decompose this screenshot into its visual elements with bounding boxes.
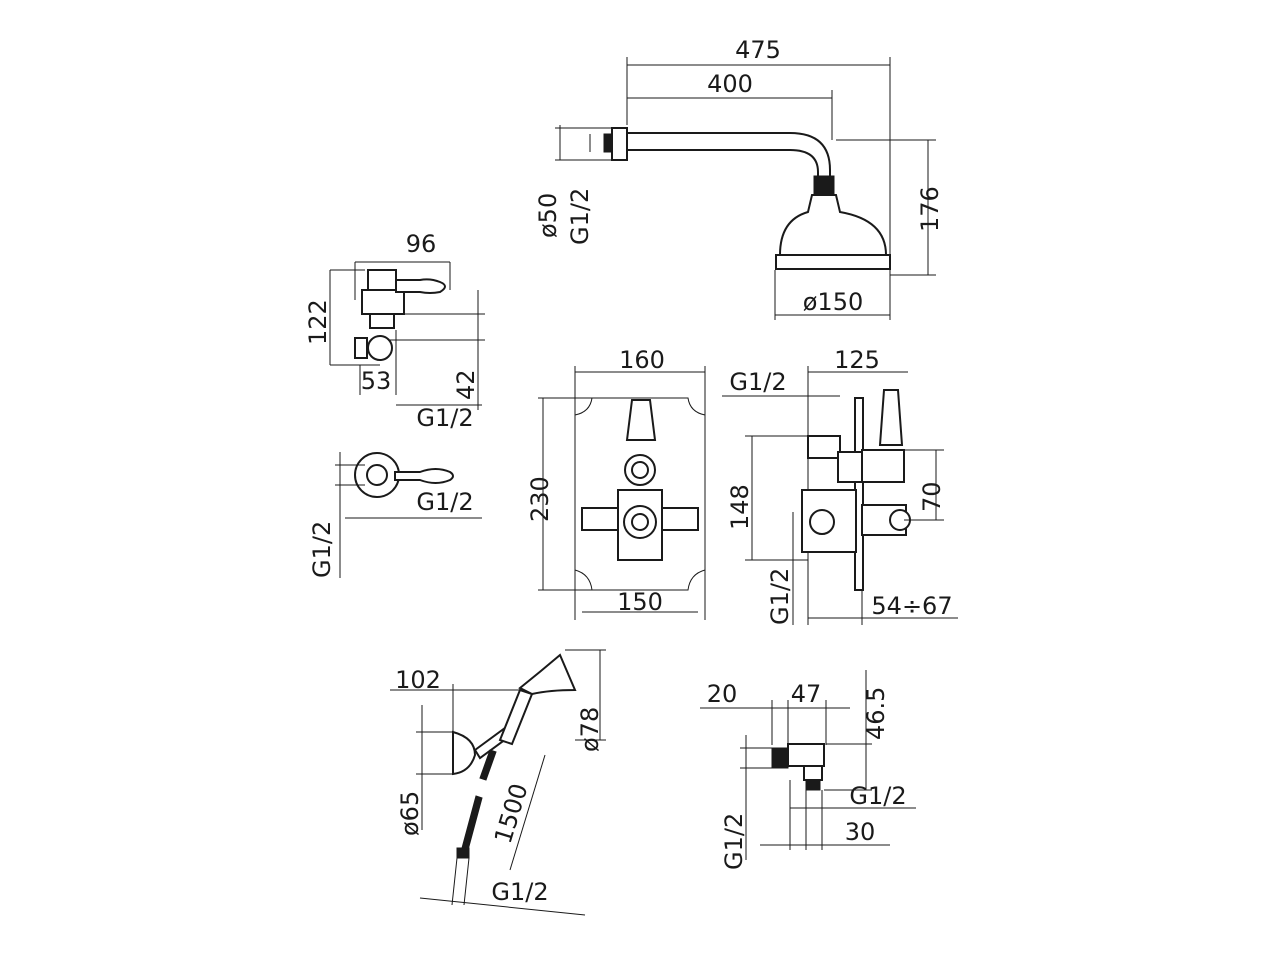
dim-holder-reach: 102 [395,666,441,694]
dim-plate-width: 160 [619,346,665,374]
hand-shower-handle [498,688,534,746]
diverter-valve-drawing: 96 122 53 42 G1/2 G1/2 G1/2 [304,230,485,578]
dim-valve-depth: 53 [361,367,392,395]
wall-flange [611,127,628,161]
dim-adjustment-range: 54÷67 [871,592,952,620]
dim-arm-length: 400 [707,70,753,98]
outlet-body [787,743,825,767]
mixer-front-drawing: 160 230 150 [526,346,706,620]
dim-front-thread-right: G1/2 [416,488,473,516]
dim-head-height: 176 [916,186,944,232]
dim-mixer-depth: 125 [834,346,880,374]
shower-head-bell [778,194,888,256]
dim-outlet-back-thread: G1/2 [720,813,748,870]
side-lever [878,389,904,446]
dim-overall-length: 475 [735,36,781,64]
dim-head-diameter-hand: ø78 [576,707,604,752]
hand-shower-head [518,653,577,696]
hand-shower-drawing: 102 ø78 ø65 1500 G1/2 [390,649,606,916]
dim-valve-body: 42 [452,369,480,400]
dim-front-thread-left: G1/2 [308,521,336,578]
dim-top-thread: G1/2 [729,368,786,396]
wall-outlet-drawing: 20 47 46.5 G1/2 30 G1/2 [700,670,916,870]
shower-head-drawing: 475 400 ø50 G1/2 176 ø150 [534,36,944,320]
valve-front-lever [394,468,454,484]
dim-valve-width: 96 [406,230,437,258]
dim-valve-height: 122 [304,299,332,345]
shower-arm [626,132,831,181]
dim-head-diameter: ø150 [803,288,864,316]
dim-outlet-spacing: 70 [918,481,946,512]
mixer-side-drawing: 125 G1/2 148 70 G1/2 54÷67 [722,346,958,625]
dim-outlet-width-b: 47 [791,680,822,708]
valve-lever [395,278,446,294]
dim-holder-diameter: ø65 [396,791,424,836]
mixer-lever [625,399,657,441]
dim-plate-height: 230 [526,476,554,522]
dim-mixer-height: 148 [726,484,754,530]
dim-flange-diameter: ø50 [534,193,562,238]
dim-arm-thread: G1/2 [566,188,594,245]
dim-outlet-side-thread: G1/2 [849,782,906,810]
dim-outlet-width-a: 20 [707,680,738,708]
dim-bottom-thread: G1/2 [766,568,794,625]
cover-plate [574,397,706,591]
dim-body-width: 150 [617,588,663,616]
dim-hose-thread: G1/2 [491,878,548,906]
dim-valve-thread: G1/2 [416,404,473,432]
dim-outlet-depth: 30 [845,818,876,846]
dim-outlet-height: 46.5 [862,687,890,740]
wall-holder [452,730,477,776]
